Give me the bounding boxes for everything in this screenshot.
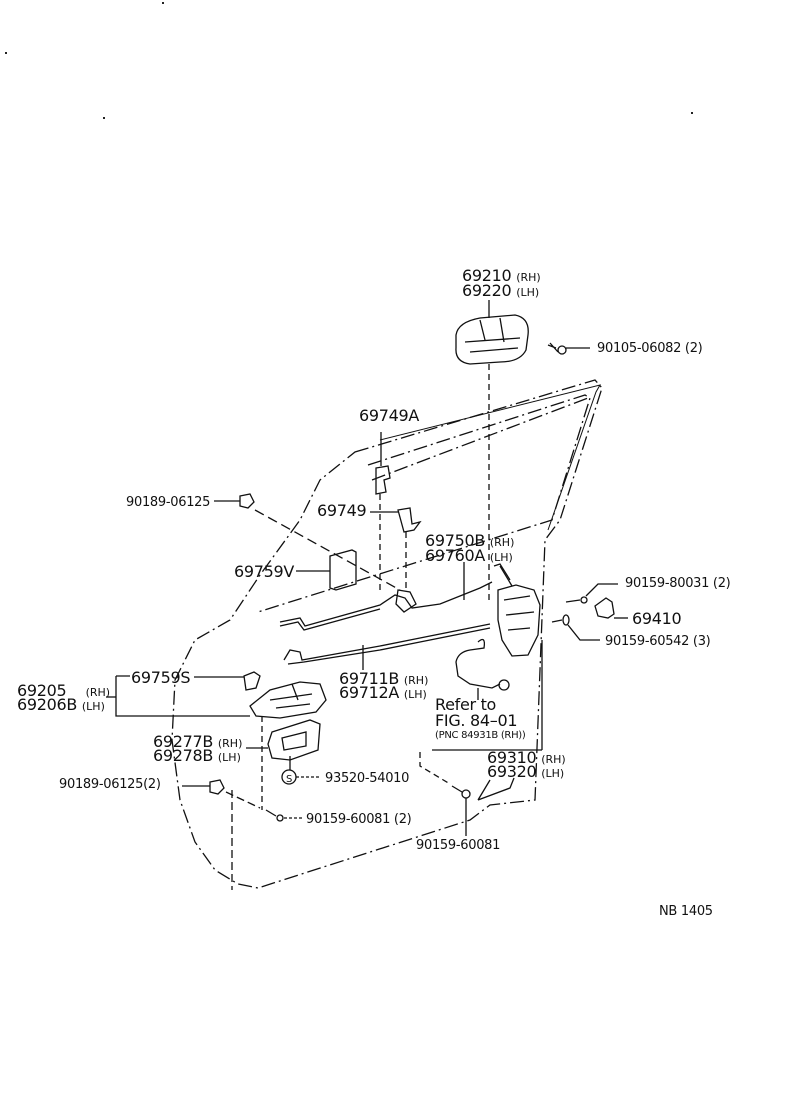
part-label-clip-bottom: 90189-06125(2) [59,777,161,792]
part-label-link-rod-rh: 69711B (RH) [339,669,429,688]
screw-s-drawing [281,769,320,785]
refer-line-2[interactable]: FIG. 84–01 [435,711,518,730]
part-label-protector: 69759V [234,562,295,581]
part-label-clip-top: 90189-06125 [126,495,211,510]
part-label-screw-bottom-right: 90159-60081 [416,838,501,853]
part-label-bezel-rh: 69277B (RH) [153,732,243,751]
part-label-outer-handle-lh: 69220 (LH) [462,281,540,300]
scan-speck [691,112,693,114]
part-label-inner-handle-rh: 69205 (RH) [17,681,111,700]
refer-line-3: (PNC 84931B (RH)) [435,730,526,741]
part-label-door-lock-rh: 69310 (RH) [487,748,566,767]
scan-speck [5,52,7,54]
door-lock-drawing [478,563,543,751]
outer-handle-drawing [455,300,529,365]
scan-speck [162,2,164,4]
part-label-inner-handle-lh: 69206B (LH) [17,695,105,714]
part-label-outer-handle-bolt: 90105-06082 (2) [597,341,703,356]
lock-rod-drawing [279,562,493,631]
refer-line-1: Refer to [435,695,497,714]
part-label-rod-guide-a: 69749A [359,406,420,425]
door-outline [171,379,603,889]
part-label-clip-mid: 69759S [131,668,191,687]
part-label-striker-screw: 90159-80031 (2) [625,576,731,591]
clip-top-drawing [214,493,401,591]
clip-mid-drawing [194,671,261,691]
part-label-link-rod-lh: 69712A (LH) [339,683,427,702]
part-label-bezel-lh: 69278B (LH) [153,746,241,765]
rod-guide-drawing [370,507,422,590]
scan-speck [103,117,105,119]
part-label-lock-rod-lh: 69760A (LH) [425,546,513,565]
protector-drawing [296,549,357,591]
part-label-lock-screw: 90159-60542 (3) [605,634,711,649]
screw-s-symbol: S [286,774,293,785]
part-label-screw-bottom-left: 90159-60081 (2) [306,812,412,827]
screw-bottom-right-drawing [419,752,515,836]
striker-screw-drawing [565,583,618,604]
window-frame [379,384,602,531]
clip-bottom-drawing [182,779,261,890]
part-label-lock-rod-rh: 69750B (RH) [425,531,515,550]
screw-bottom-left-drawing [261,716,304,822]
link-rod-drawing [283,623,491,670]
part-label-door-lock-lh: 69320 (LH) [487,762,565,781]
rod-guide-a-drawing [375,432,391,590]
part-label-rod-guide: 69749 [317,501,367,520]
inner-handle-drawing [106,675,327,719]
lock-screw-drawing [551,614,600,641]
striker-drawing [594,597,628,619]
part-label-screw-s: 93520-54010 [325,771,410,786]
cable-assembly-drawing [455,638,510,700]
bolt-90105 [547,342,590,355]
part-label-striker: 69410 [632,609,682,628]
diagram-code: NB 1405 [659,904,713,919]
part-label-outer-handle-rh: 69210 (RH) [462,266,541,285]
bezel-drawing [246,719,321,770]
